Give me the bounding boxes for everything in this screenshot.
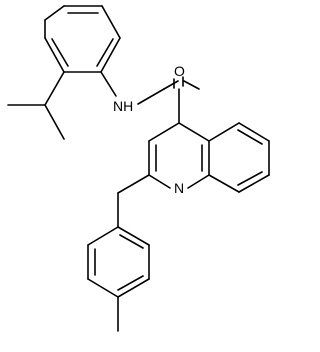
bond [178, 122, 210, 142]
bond [238, 174, 270, 193]
isopropylphenyl-ring [44, 5, 121, 73]
quinoline-benzo-ring [208, 122, 270, 193]
bond [148, 122, 180, 142]
bond [101, 5, 121, 39]
bond [87, 278, 119, 298]
quinoline-nitrogen-label: N [174, 180, 184, 196]
isopropyl-group [7, 71, 65, 140]
bond [96, 38, 114, 67]
bond [117, 226, 150, 246]
bond [44, 71, 65, 106]
structure-canvas: NH O N [7, 5, 270, 332]
carbonyl-double-bond [173, 76, 184, 89]
bond [51, 38, 69, 67]
carbonyl-oxygen-label: O [174, 63, 185, 79]
bond [87, 226, 119, 246]
bond [237, 129, 263, 145]
bond [117, 278, 150, 298]
bond [208, 122, 240, 142]
bond [163, 80, 179, 90]
bond [117, 174, 150, 194]
bond [44, 5, 65, 21]
amide-linkage [100, 71, 200, 124]
tolyl-ring [87, 174, 150, 298]
bond [117, 275, 144, 291]
bond [100, 37, 121, 73]
bond [148, 174, 171, 189]
bond [44, 37, 65, 73]
bond [100, 71, 117, 97]
bond [187, 174, 210, 189]
bond [119, 234, 144, 249]
bond [237, 171, 263, 186]
bond [208, 174, 240, 193]
bond [137, 88, 165, 105]
amide-nh-label: NH [113, 98, 133, 114]
molecule-diagram: NH O N [7, 5, 270, 332]
bond [183, 80, 200, 90]
bond [238, 122, 270, 142]
bond [44, 104, 65, 140]
quinoline-pyridine-ring [148, 122, 210, 189]
